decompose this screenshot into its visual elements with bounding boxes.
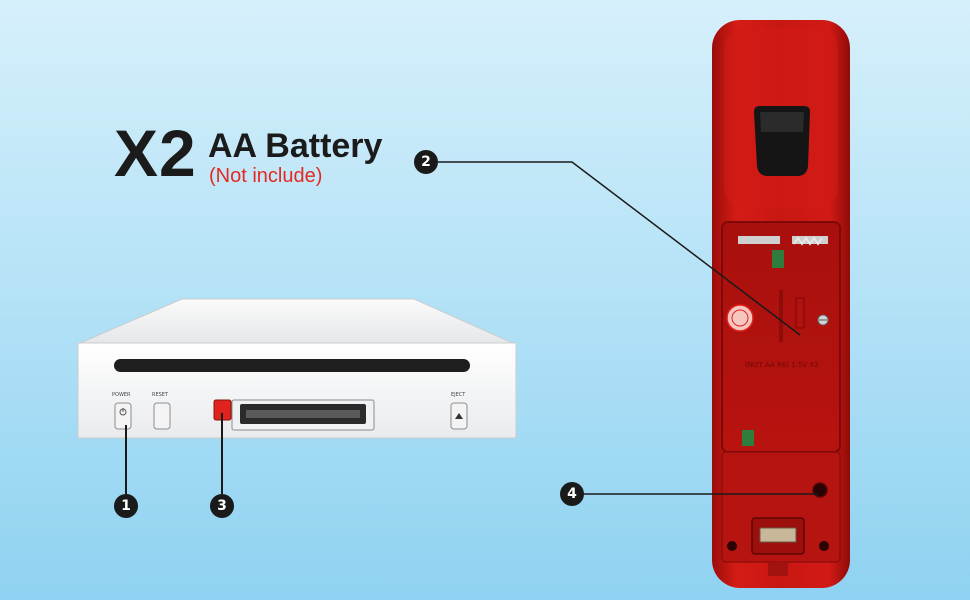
reset-label: RESET [152,392,169,398]
disc-slot [114,359,470,372]
power-label: POWER [112,392,131,398]
warning-sticker [726,304,754,332]
wii-console [77,298,517,494]
battery-quantity: X2 [114,116,197,190]
battery-spec-label: (NOT AA R6) 1.5V X2 [745,361,819,369]
eject-label: EJECT [451,392,466,398]
callout-2: 2 [414,150,438,174]
callout-3: 3 [210,494,234,518]
console-top [77,298,516,345]
battery-note: (Not include) [209,165,323,187]
battery-type: AA Battery [208,127,383,165]
callout-1: 1 [114,494,138,518]
wii-remote [438,20,850,588]
reset-button [153,402,171,430]
sync-hole [812,482,828,498]
callout-4: 4 [560,482,584,506]
power-button [114,402,132,430]
